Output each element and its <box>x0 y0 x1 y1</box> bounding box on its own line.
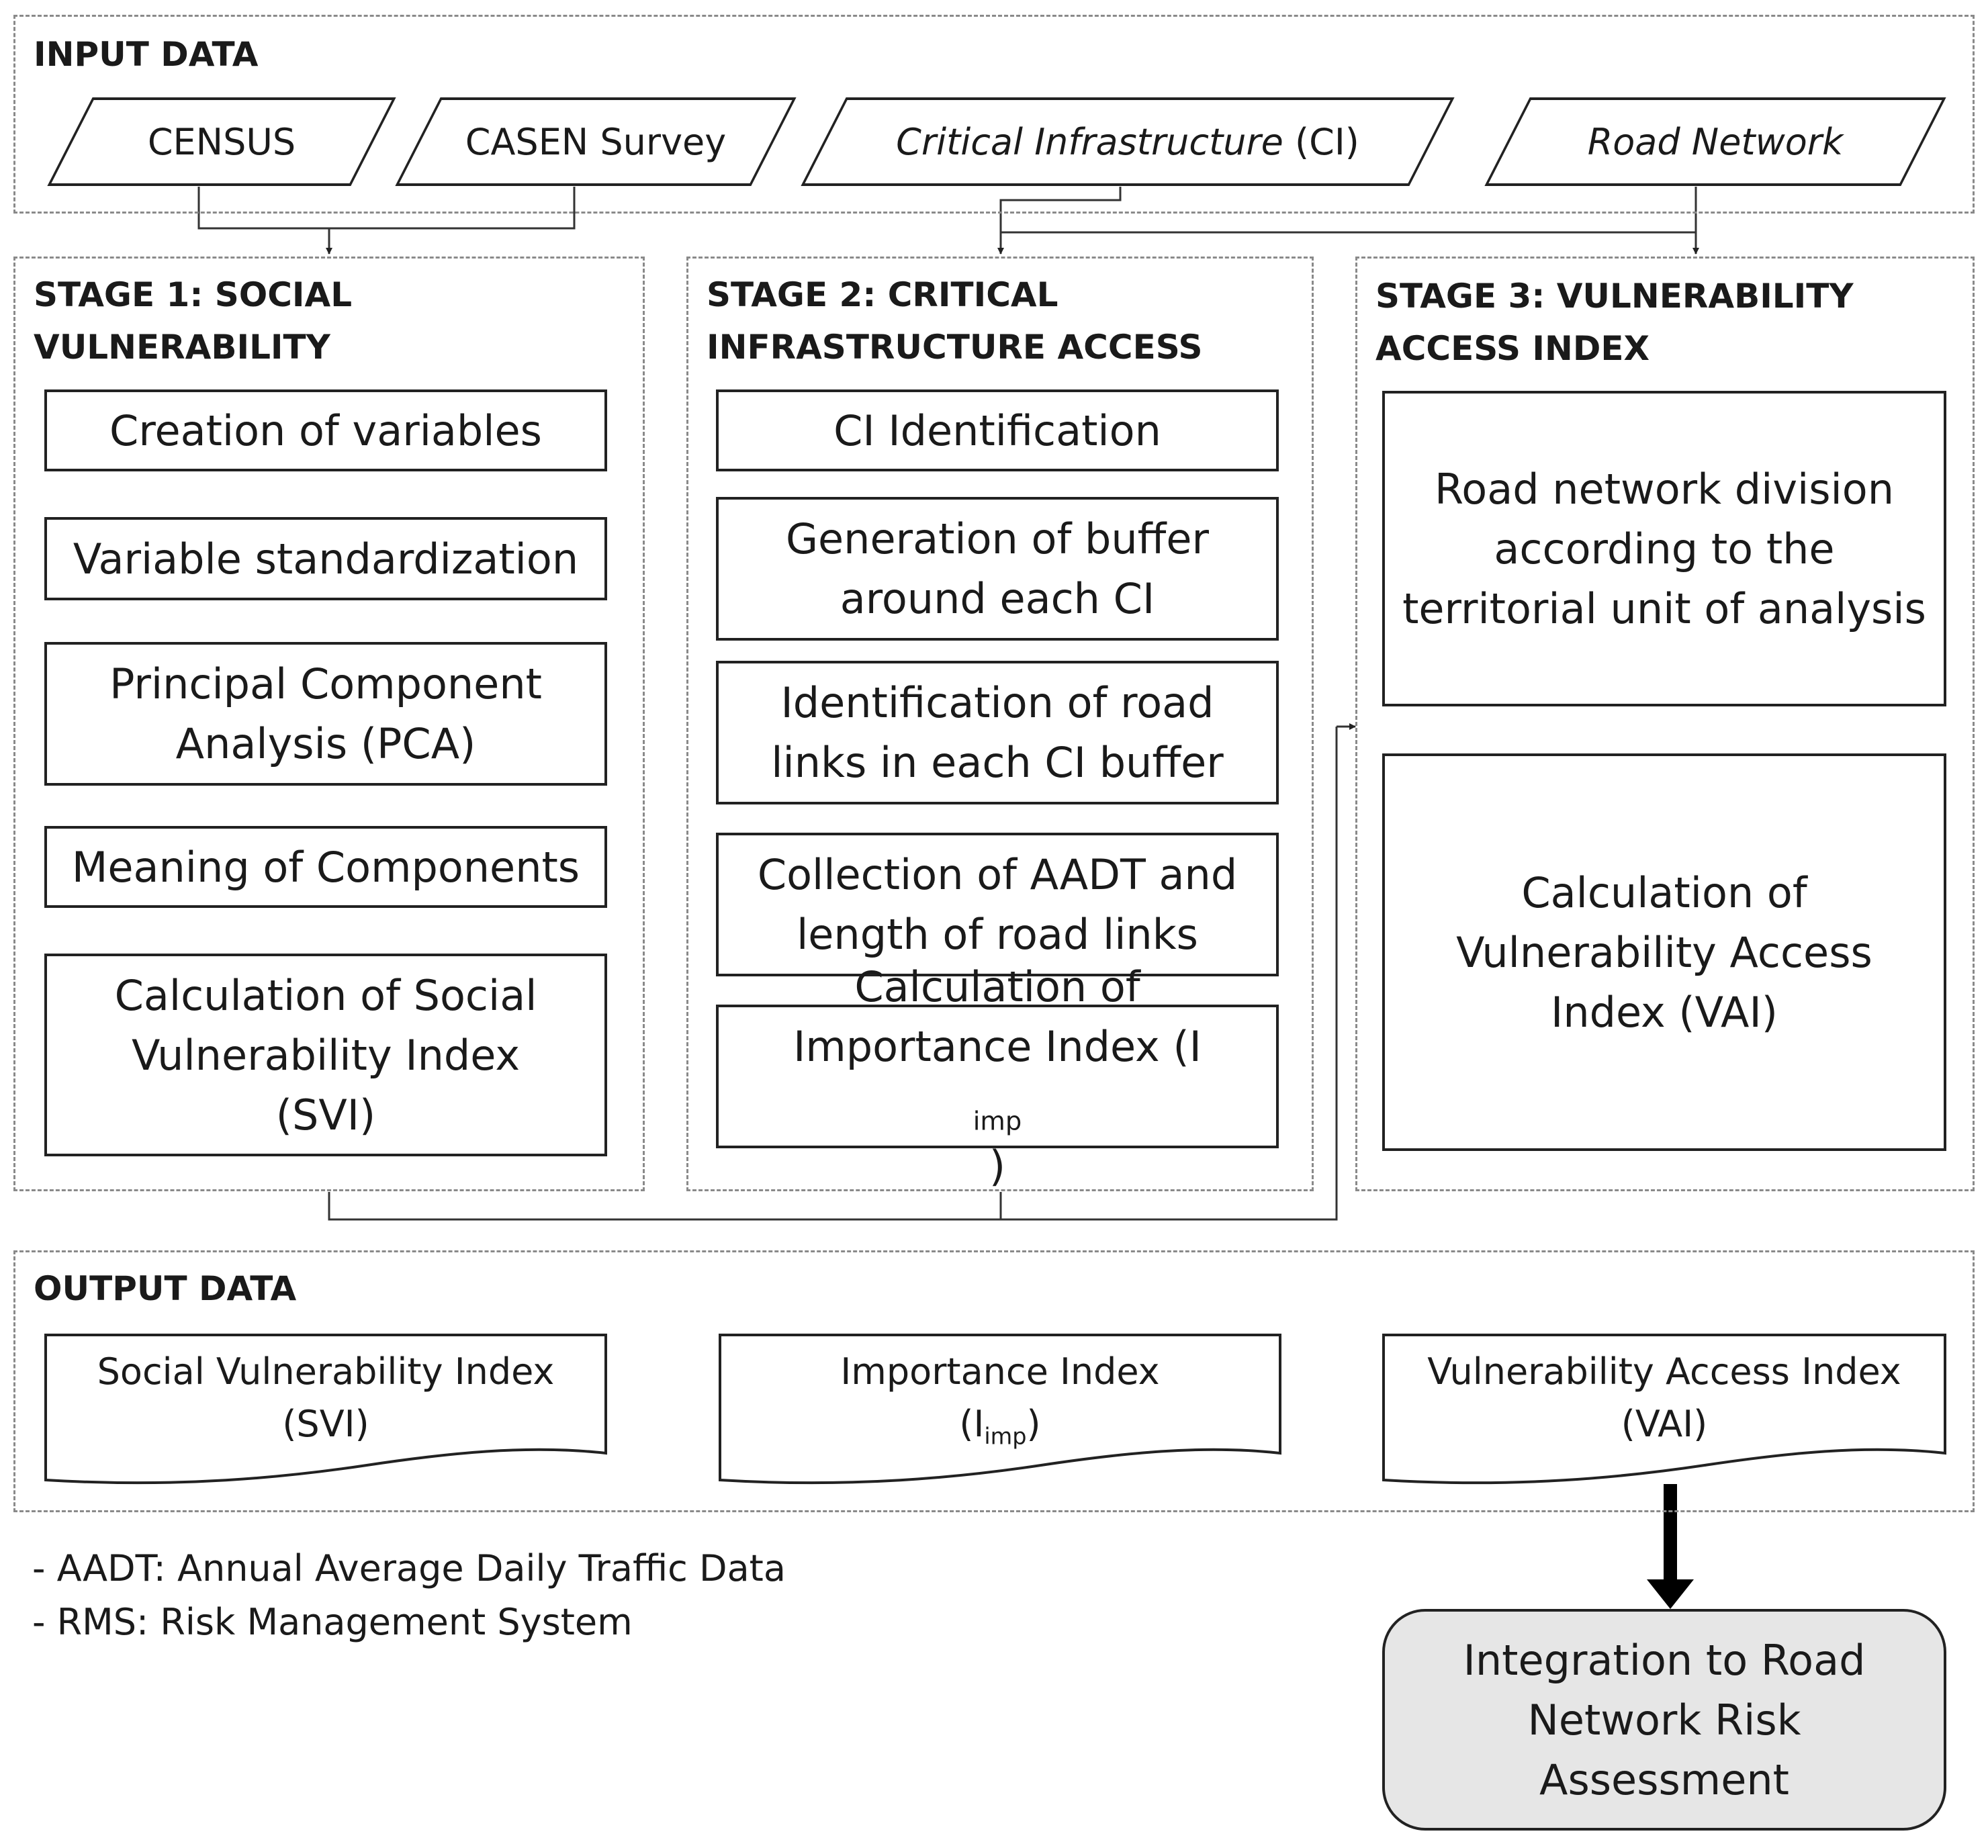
stage3-container <box>1355 257 1975 1191</box>
final-line1: Integration to Road <box>1463 1635 1866 1685</box>
stage1-step-meaning-of-components: Meaning of Components <box>44 826 607 908</box>
stage1-step4-line1: Meaning of Components <box>71 842 580 892</box>
output-vai-shape <box>1382 1334 1946 1485</box>
output-importance-shape <box>719 1334 1281 1485</box>
stage3-step1-line3: territorial unit of analysis <box>1402 584 1926 633</box>
stage3-step2-line1: Calculation of <box>1521 868 1807 917</box>
output-vai-line2: (VAI) <box>1621 1403 1708 1445</box>
output-svi-document: Social Vulnerability Index (SVI) <box>44 1334 607 1488</box>
output-imp-line2-prefix: (I <box>959 1403 985 1445</box>
input-casen-label: CASEN Survey <box>465 120 727 163</box>
stage2-step5-line2-prefix: Importance Index (I <box>793 1022 1202 1071</box>
stage2-step3-line1: Identification of road <box>780 678 1214 727</box>
stage1-step5-line1: Calculation of Social <box>114 970 537 1020</box>
final-line3: Assessment <box>1539 1755 1789 1804</box>
stage2-step4-line2: length of road links <box>797 910 1198 959</box>
stage2-container <box>686 257 1314 1191</box>
output-imp-line1: Importance Index <box>840 1350 1160 1393</box>
output-svi-line2: (SVI) <box>282 1403 369 1445</box>
stage2-step-collection-of-aadt: Collection of AADT and length of road lin… <box>716 833 1279 976</box>
stage1-step2-line1: Variable standardization <box>73 534 579 584</box>
stage3-title: STAGE 3: VULNERABILITY ACCESS INDEX <box>1375 277 1854 368</box>
stage2-step-ci-identification: CI Identification <box>716 389 1279 471</box>
final-line2: Network Risk <box>1527 1695 1801 1745</box>
stage2-step5-line2-suffix: ) <box>989 1142 1006 1191</box>
stage1-step3-line1: Principal Component <box>109 659 542 708</box>
stage3-step1-line2: according to the <box>1494 524 1835 573</box>
output-imp-line2-suffix: ) <box>1026 1403 1041 1445</box>
final-integration-box: Integration to Road Network Risk Assessm… <box>1382 1609 1946 1831</box>
note-aadt: - AADT: Annual Average Daily Traffic Dat… <box>32 1547 786 1589</box>
input-casen-survey: CASEN Survey <box>395 97 797 186</box>
stage1-step-creation-of-variables: Creation of variables <box>44 389 607 471</box>
stage1-step1-line1: Creation of variables <box>109 406 542 455</box>
input-census: CENSUS <box>47 97 396 186</box>
stage1-step5-line3: (SVI) <box>275 1090 376 1140</box>
stage2-step-identification-of-road-links: Identification of road links in each CI b… <box>716 661 1279 804</box>
note-rms: - RMS: Risk Management System <box>32 1601 633 1643</box>
stage1-step5-line2: Vulnerability Index <box>131 1030 521 1080</box>
output-svi-shape <box>44 1334 607 1485</box>
output-imp-line2-sub: imp <box>984 1423 1027 1450</box>
stage3-step2-line3: Index (VAI) <box>1551 987 1778 1037</box>
stage2-step4-line1: Collection of AADT and <box>757 850 1238 899</box>
output-vai-document: Vulnerability Access Index (VAI) <box>1382 1334 1946 1488</box>
output-vai-line1: Vulnerability Access Index <box>1427 1350 1901 1393</box>
input-road-network-label: Road Network <box>1587 120 1844 163</box>
stage3-step-road-network-division: Road network division according to the ter… <box>1382 391 1946 706</box>
stage3-step1-line1: Road network division <box>1434 464 1894 514</box>
input-census-label: CENSUS <box>147 120 296 163</box>
stage1-container <box>13 257 645 1191</box>
input-ci-abbrev: (CI) <box>1283 120 1359 163</box>
stage2-step5-line1: Calculation of <box>854 962 1140 1011</box>
stage2-step1-line1: CI Identification <box>833 406 1161 455</box>
stage1-step3-line2: Analysis (PCA) <box>175 719 476 768</box>
stage2-step3-line2: links in each CI buffer <box>771 738 1224 787</box>
stage1-step-variable-standardization: Variable standardization <box>44 517 607 600</box>
output-data-container <box>13 1250 1975 1512</box>
stage2-step-generation-of-buffer: Generation of buffer around each CI <box>716 497 1279 641</box>
input-road-network: Road Network <box>1484 97 1946 186</box>
output-data-title: OUTPUT DATA <box>34 1269 297 1308</box>
stage2-step5-line2-sub: imp <box>973 1106 1022 1137</box>
input-ci-label: Critical Infrastructure <box>896 120 1283 163</box>
input-critical-infrastructure: Critical Infrastructure (CI) <box>801 97 1455 186</box>
input-data-title: INPUT DATA <box>34 35 259 74</box>
output-importance-document: Importance Index (Iimp) <box>719 1334 1281 1488</box>
output-svi-line1: Social Vulnerability Index <box>97 1350 555 1393</box>
stage2-step2-line2: around each CI <box>840 574 1155 623</box>
stage2-title: STAGE 2: CRITICAL INFRASTRUCTURE ACCESS <box>707 275 1203 367</box>
stage2-step-calculation-importance-index: Calculation of Importance Index (I imp) <box>716 962 1279 1191</box>
stage3-step2-line2: Vulnerability Access <box>1456 927 1872 977</box>
stage2-step2-line1: Generation of buffer <box>785 514 1210 563</box>
input-data-container <box>13 15 1975 214</box>
stage1-title: STAGE 1: SOCIAL VULNERABILITY <box>34 275 353 367</box>
